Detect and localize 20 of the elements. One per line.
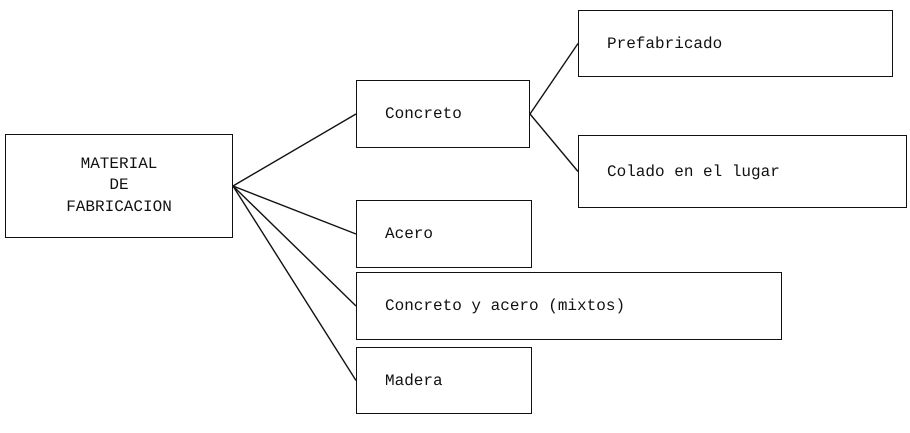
box-label: Concreto y acero (mixtos) xyxy=(385,297,626,315)
category-box xyxy=(356,347,532,414)
connector-line xyxy=(529,43,579,114)
category-box xyxy=(5,134,233,238)
box-label: Prefabricado xyxy=(607,34,722,52)
box-label: MATERIAL DE FABRICACION xyxy=(65,154,173,218)
box-label: Madera xyxy=(385,372,443,390)
connector-line xyxy=(529,114,579,172)
category-box xyxy=(578,135,907,208)
connector-line xyxy=(232,185,356,235)
category-box xyxy=(356,272,782,340)
box-label: Concreto xyxy=(385,105,462,123)
box-label: Colado en el lugar xyxy=(607,162,780,180)
connector-line xyxy=(232,186,357,381)
category-box xyxy=(356,200,532,268)
category-box xyxy=(578,10,893,77)
box-label: Acero xyxy=(385,225,434,243)
connector-line xyxy=(232,113,356,187)
connector-line xyxy=(232,186,356,306)
category-box xyxy=(356,80,530,148)
